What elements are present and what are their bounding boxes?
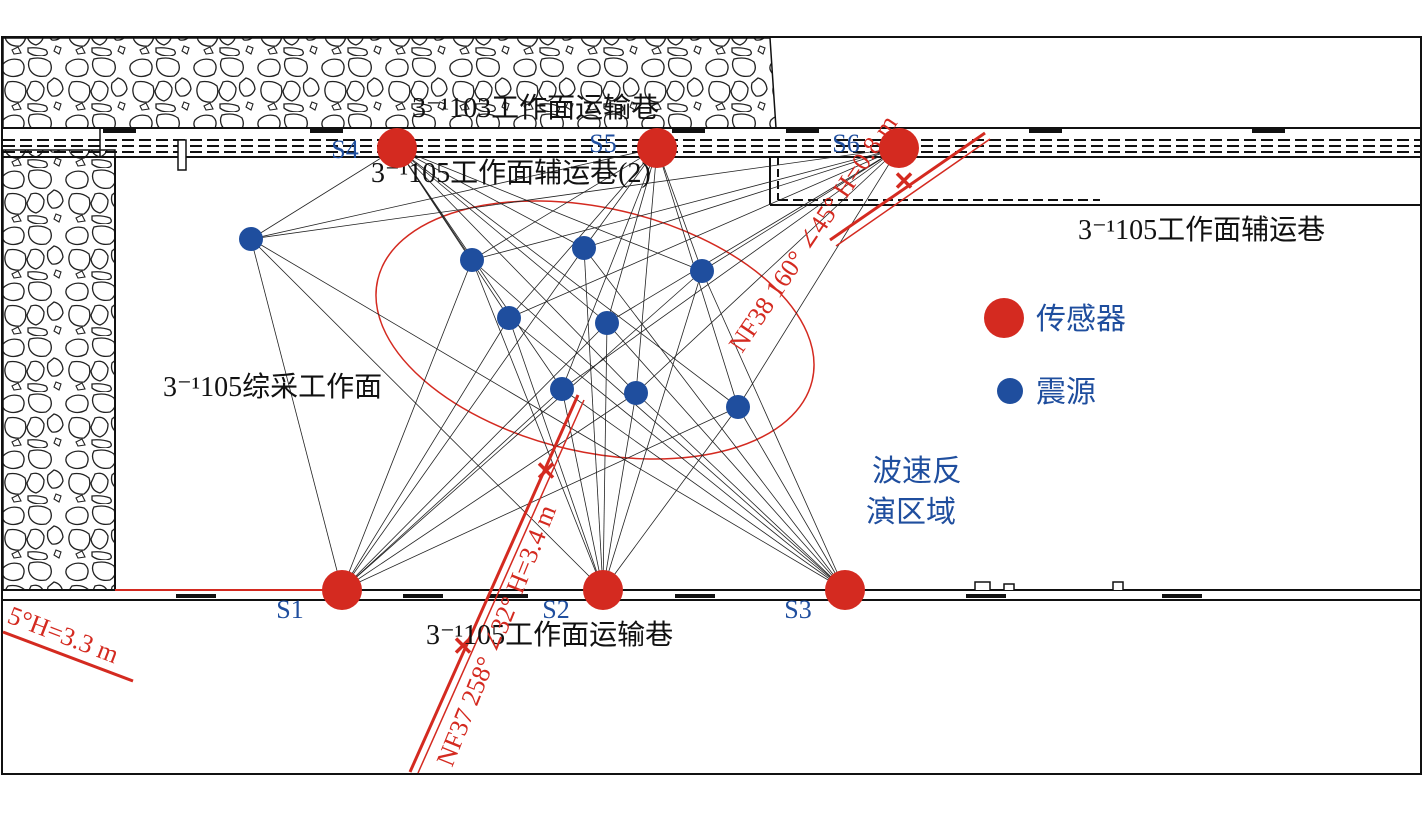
legend-sensor-label: 传感器 [1036, 303, 1126, 336]
seismic-source-2 [460, 248, 484, 272]
ray-path [602, 406, 739, 591]
seismic-source-1 [239, 227, 263, 251]
ray-path [701, 270, 846, 591]
label-fault-edge: 5°H=3.3 m [4, 601, 123, 670]
ray-path [656, 147, 703, 272]
ray-path [561, 388, 846, 591]
sensor-s5 [637, 128, 677, 168]
fault-edge-left [2, 589, 330, 683]
ray-path [508, 317, 846, 591]
label-road-103: 3⁻¹103工作面运输巷 [412, 92, 659, 124]
svg-text:✕: ✕ [893, 167, 915, 196]
fault-nf38: ✕ [829, 131, 991, 247]
sensor-s3 [825, 570, 865, 610]
ray-path [341, 317, 510, 591]
svg-text:✕: ✕ [535, 457, 557, 486]
seismic-sources [239, 227, 750, 419]
ray-path [606, 322, 846, 591]
ray-path [471, 147, 900, 261]
label-face-105: 3⁻¹105综采工作面 [163, 371, 382, 403]
ray-path [396, 147, 739, 408]
ray-path [737, 406, 846, 591]
ray-path [250, 147, 398, 240]
ray-path [250, 238, 343, 591]
ray-path [341, 392, 637, 591]
ray-path [602, 392, 637, 591]
seismic-source-7 [550, 377, 574, 401]
sensors: S1 S2 S3 S4 S5 S6 [276, 128, 919, 624]
ray-path [341, 247, 585, 591]
ray-path [583, 247, 604, 591]
ray-path [635, 392, 846, 591]
ray-path [561, 147, 900, 390]
seismic-source-3 [572, 236, 596, 260]
ray-path [583, 147, 658, 249]
ray-paths [250, 147, 900, 591]
legend-source-label: 震源 [1036, 376, 1096, 409]
ray-path [471, 147, 658, 261]
ray-path [471, 259, 846, 591]
ray-path [583, 247, 846, 591]
ray-path [396, 147, 585, 249]
ray-path [635, 147, 900, 394]
ray-path [508, 147, 658, 319]
ray-path [561, 147, 658, 390]
map-frame [1, 36, 1422, 775]
legend: 传感器 震源 [984, 298, 1126, 409]
rock-top [2, 37, 777, 129]
ray-path [508, 147, 900, 319]
sensor-s4 [377, 128, 417, 168]
sensor-label-s4: S4 [331, 135, 358, 164]
ray-path [396, 147, 703, 272]
sensor-label-s5: S5 [589, 129, 616, 158]
sensor-s1 [322, 570, 362, 610]
upper-roadway [3, 127, 1421, 171]
ray-path [341, 259, 473, 591]
svg-text:✕: ✕ [452, 632, 474, 661]
ray-path [635, 147, 658, 394]
label-inversion-2: 演区域 [866, 496, 956, 529]
legend-source-marker [997, 378, 1023, 404]
ray-path [701, 147, 900, 272]
sensor-s6 [879, 128, 919, 168]
seismic-source-9 [726, 395, 750, 419]
ray-path [606, 147, 658, 324]
sensor-label-s6: S6 [832, 129, 859, 158]
label-road-105-aux2: 3⁻¹105工作面辅运巷(2) [371, 157, 651, 189]
sensor-label-s1: S1 [276, 595, 303, 624]
ray-path [250, 147, 900, 240]
ray-path [737, 147, 900, 408]
ray-path [602, 322, 608, 591]
ray-path [561, 388, 604, 591]
sensor-label-s3: S3 [784, 595, 811, 624]
ray-path [341, 388, 563, 591]
ray-path [250, 238, 846, 591]
ray-path [602, 270, 703, 591]
ray-path [396, 147, 637, 394]
fault-nf37: ✕ ✕ [408, 394, 585, 774]
legend-sensor-marker [984, 298, 1024, 338]
ray-path [606, 147, 900, 324]
ray-path [471, 259, 604, 591]
seismic-source-8 [624, 381, 648, 405]
label-road-105-trans: 3⁻¹105工作面运输巷 [426, 619, 673, 651]
sensor-label-s2: S2 [542, 595, 569, 624]
ray-path [396, 147, 608, 324]
rock-left [2, 149, 116, 591]
ray-path [396, 147, 510, 319]
label-inversion-1: 波速反 [872, 455, 962, 488]
ray-path [250, 238, 604, 591]
ray-path [341, 322, 608, 591]
ray-path [583, 147, 900, 249]
sensor-s2 [583, 570, 623, 610]
ray-path [508, 317, 604, 591]
label-road-105-aux: 3⁻¹105工作面辅运巷 [1078, 214, 1325, 246]
seismic-source-4 [690, 259, 714, 283]
ray-path [250, 147, 658, 240]
seismic-source-5 [497, 306, 521, 330]
seismic-source-6 [595, 311, 619, 335]
inversion-region-ellipse [375, 200, 815, 460]
